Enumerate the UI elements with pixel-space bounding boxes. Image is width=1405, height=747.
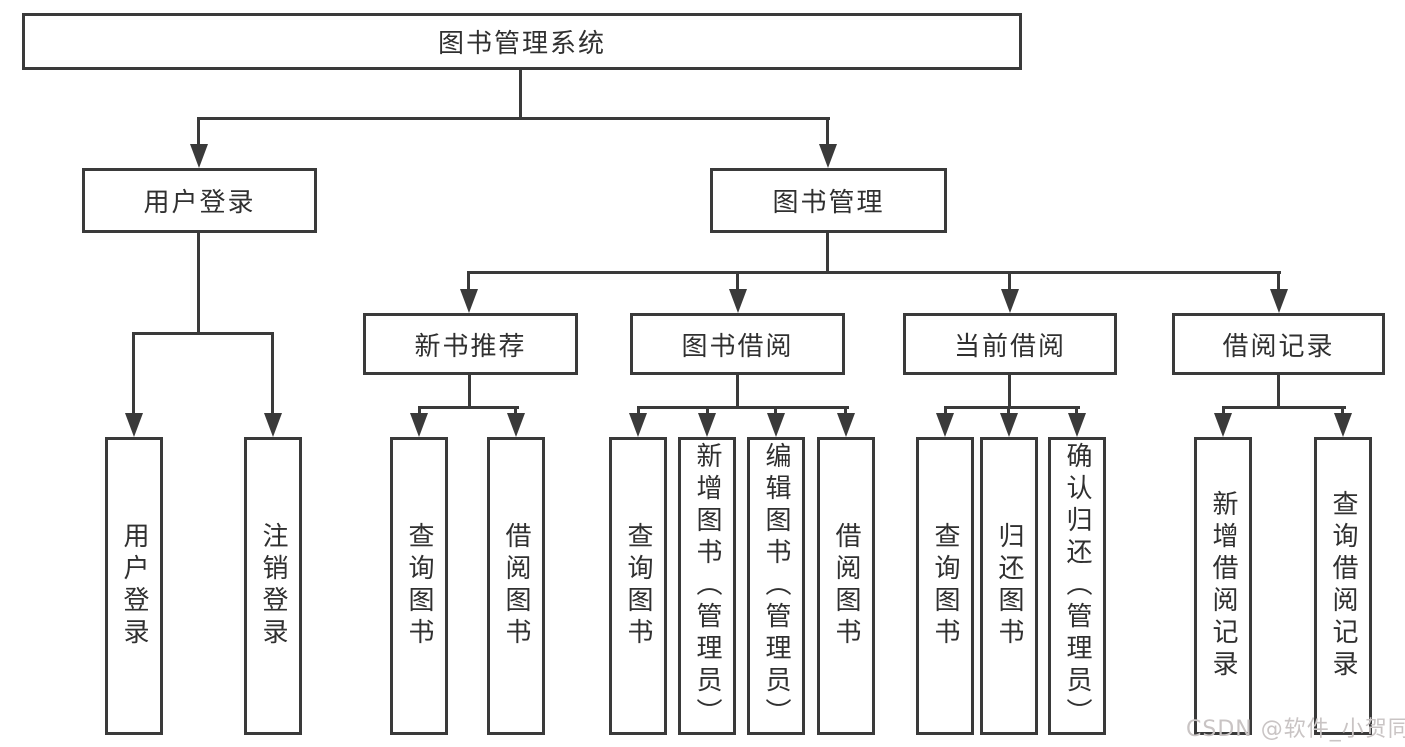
arrow-down-icon — [837, 413, 855, 437]
connector-bar — [132, 332, 274, 335]
connector-drop — [418, 406, 421, 415]
node-library-system: 图书管理系统 — [22, 13, 1022, 70]
node-label: 编辑图书（管理员） — [761, 442, 791, 730]
connector-level3-bar — [467, 271, 1281, 274]
leaf-records-add-borrow-record: 新增借阅记录 — [1194, 437, 1252, 735]
connector-drop — [271, 332, 274, 413]
node-label: 查询图书 — [930, 522, 960, 650]
watermark: CSDN @软件_小贺同学 — [1186, 717, 1405, 742]
node-label: 查询图书 — [404, 522, 434, 650]
connector-drop — [514, 406, 517, 415]
leaf-borrowing-add-books-admin: 新增图书（管理员） — [678, 437, 736, 735]
leaf-recommend-query-books: 查询图书 — [390, 437, 448, 735]
connector-drop — [1341, 406, 1344, 415]
connector-stem — [197, 233, 200, 334]
connector-drop — [637, 406, 640, 415]
arrow-down-icon — [507, 413, 525, 437]
node-label: 当前借阅 — [953, 331, 1066, 362]
node-label: 借阅图书 — [831, 522, 861, 650]
node-new-book-recommend: 新书推荐 — [363, 313, 578, 375]
leaf-recommend-borrow-books: 借阅图书 — [487, 437, 545, 735]
connector-bar — [1222, 406, 1346, 409]
arrow-down-icon — [698, 413, 716, 437]
node-borrowing-records: 借阅记录 — [1172, 313, 1385, 375]
arrow-down-icon — [264, 413, 282, 437]
arrow-down-icon — [629, 413, 647, 437]
connector-drop — [132, 332, 135, 413]
node-current-borrowing: 当前借阅 — [903, 313, 1117, 375]
arrow-down-icon — [460, 289, 478, 313]
leaf-user-login: 用户登录 — [105, 437, 163, 735]
connector-drop — [1075, 406, 1078, 415]
connector-drop — [1007, 406, 1010, 415]
node-label: 用户登录 — [119, 522, 149, 650]
node-label: 新增图书（管理员） — [692, 442, 722, 730]
connector-stem — [736, 375, 739, 408]
connector-stem — [826, 233, 829, 273]
node-label: 图书借阅 — [681, 331, 794, 362]
connector-drop — [1222, 406, 1225, 415]
connector-drop — [844, 406, 847, 415]
node-label: 查询借阅记录 — [1328, 490, 1358, 682]
node-label: 查询图书 — [623, 522, 653, 650]
leaf-logout: 注销登录 — [244, 437, 302, 735]
leaf-borrowing-query-books: 查询图书 — [609, 437, 667, 735]
connector-drop — [1277, 271, 1280, 291]
arrow-down-icon — [767, 413, 785, 437]
node-label: 注销登录 — [258, 522, 288, 650]
arrow-down-icon — [1001, 289, 1019, 313]
arrow-down-icon — [1000, 413, 1018, 437]
node-label: 借阅图书 — [501, 522, 531, 650]
connector-stem — [468, 375, 471, 408]
arrow-down-icon — [190, 144, 208, 168]
arrow-down-icon — [1068, 413, 1086, 437]
arrow-down-icon — [1214, 413, 1232, 437]
connector-stem — [1008, 375, 1011, 408]
leaf-current-return-books: 归还图书 — [980, 437, 1038, 735]
connector-stem — [1277, 375, 1280, 408]
connector-bar — [944, 406, 1080, 409]
node-label: 图书管理 — [772, 188, 885, 218]
node-label: 图书管理系统 — [437, 29, 606, 59]
connector-bar — [418, 406, 519, 409]
connector-bar — [637, 406, 849, 409]
connector-drop — [736, 271, 739, 291]
arrow-down-icon — [936, 413, 954, 437]
node-label: 用户登录 — [143, 188, 256, 218]
arrow-down-icon — [410, 413, 428, 437]
node-book-management: 图书管理 — [710, 168, 947, 233]
node-user-login: 用户登录 — [82, 168, 317, 233]
connector-drop — [774, 406, 777, 415]
connector-drop — [826, 117, 829, 145]
node-label: 确认归还（管理员） — [1062, 442, 1092, 730]
connector-drop — [467, 271, 470, 291]
arrow-down-icon — [819, 144, 837, 168]
node-label: 归还图书 — [994, 522, 1024, 650]
node-label: 借阅记录 — [1222, 331, 1335, 362]
leaf-current-query-books: 查询图书 — [916, 437, 974, 735]
leaf-records-query-borrow-record: 查询借阅记录 — [1314, 437, 1372, 735]
node-label: 新书推荐 — [414, 331, 527, 362]
arrow-down-icon — [1270, 289, 1288, 313]
node-label: 新增借阅记录 — [1208, 490, 1238, 682]
connector-drop — [706, 406, 709, 415]
connector-drop — [1008, 271, 1011, 291]
connector-drop — [944, 406, 947, 415]
connector-drop — [197, 117, 200, 145]
leaf-borrowing-borrow-books: 借阅图书 — [817, 437, 875, 735]
node-book-borrowing: 图书借阅 — [630, 313, 845, 375]
leaf-current-confirm-return-admin: 确认归还（管理员） — [1048, 437, 1106, 735]
arrow-down-icon — [125, 413, 143, 437]
arrow-down-icon — [729, 289, 747, 313]
arrow-down-icon — [1334, 413, 1352, 437]
leaf-borrowing-edit-books-admin: 编辑图书（管理员） — [747, 437, 805, 735]
connector-root-stem — [519, 68, 522, 118]
connector-level2-bar — [197, 117, 830, 120]
